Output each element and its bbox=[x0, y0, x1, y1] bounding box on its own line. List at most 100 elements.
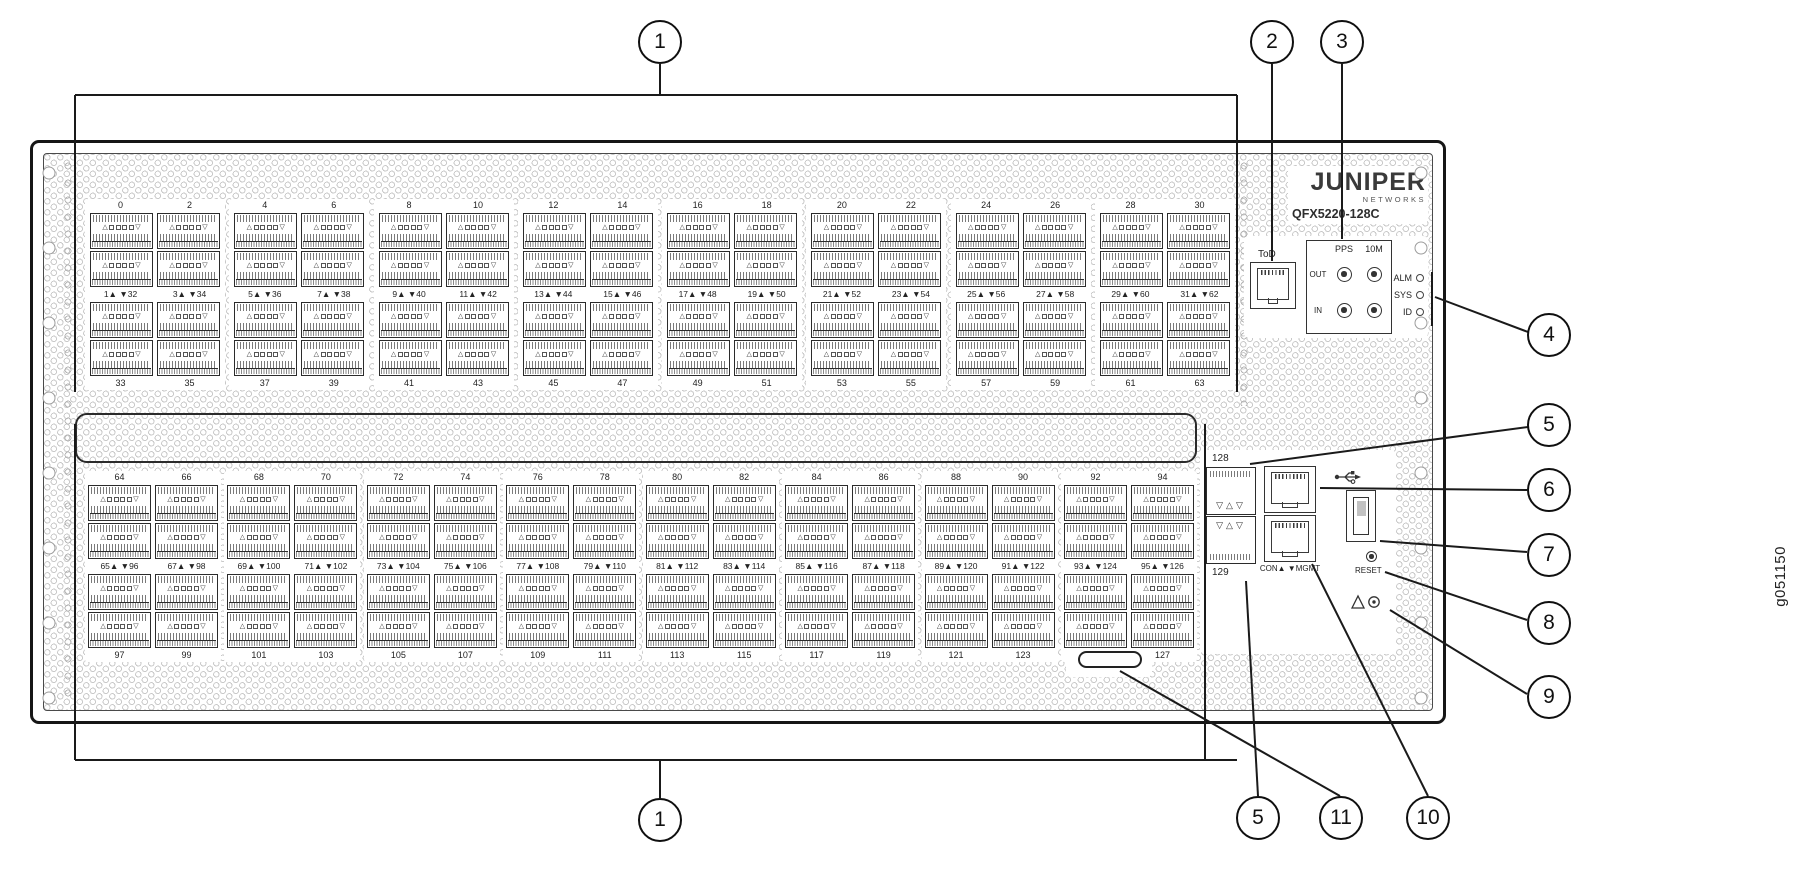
cage-base bbox=[157, 513, 216, 519]
cage-base bbox=[1024, 279, 1084, 285]
connector-pin bbox=[313, 535, 319, 540]
connector-pin bbox=[1150, 586, 1156, 591]
cage-base bbox=[447, 330, 507, 336]
latch-mark: ▽ bbox=[830, 623, 836, 630]
emi-hatch bbox=[855, 614, 913, 621]
connector-pin bbox=[333, 535, 339, 540]
connector-pin bbox=[266, 586, 272, 591]
connector-pin bbox=[266, 263, 272, 268]
callout-5-bottom: 5 bbox=[1236, 796, 1280, 840]
latch-mark: △ bbox=[968, 224, 974, 231]
connector-pin bbox=[684, 497, 690, 502]
latch-mark: △ bbox=[518, 496, 525, 503]
latch-mark: △ bbox=[746, 351, 752, 358]
qsfp28-cage: △▽ bbox=[506, 574, 570, 610]
emi-hatch bbox=[1169, 342, 1227, 349]
qsfp28-cage: △▽ bbox=[667, 251, 731, 287]
tenm-out-connector bbox=[1366, 266, 1382, 282]
cage-base bbox=[524, 368, 584, 374]
emi-hatch bbox=[670, 361, 728, 368]
latch-mark: ▽ bbox=[779, 313, 785, 320]
latch-mark: ▽ bbox=[923, 224, 930, 231]
emi-hatch bbox=[158, 525, 215, 532]
callout-8: 8 bbox=[1527, 601, 1571, 645]
qsfp28-cage: △▽ bbox=[924, 485, 988, 521]
connector-pin bbox=[273, 263, 279, 268]
connector-pin bbox=[622, 352, 628, 357]
cage-base bbox=[1168, 330, 1228, 336]
connector-pin bbox=[122, 314, 128, 319]
qsfp28-cage: △▽ bbox=[712, 523, 776, 559]
connector-pin bbox=[981, 263, 987, 268]
cage-base bbox=[813, 330, 873, 336]
cage-row: △▽△▽ bbox=[519, 340, 657, 376]
qsfp28-cage: △▽ bbox=[712, 485, 776, 521]
cage-row: △▽△▽ bbox=[375, 251, 513, 287]
latch-mark: △ bbox=[1003, 496, 1010, 503]
qsfp28-cage: △▽ bbox=[378, 302, 442, 338]
cage-connector: △▽ bbox=[957, 349, 1018, 360]
connector-pin bbox=[1138, 314, 1144, 319]
cage-connector: △▽ bbox=[368, 621, 429, 632]
connector-pin bbox=[1083, 497, 1089, 502]
connector-pin bbox=[609, 314, 615, 319]
cage-connector: △▽ bbox=[380, 349, 441, 360]
emi-hatch bbox=[881, 253, 939, 260]
emi-hatch bbox=[436, 506, 494, 513]
qsfp28-cage: △▽ bbox=[157, 213, 220, 249]
cage-base bbox=[229, 513, 289, 519]
latch-mark: △ bbox=[390, 224, 397, 231]
port-number: 92 bbox=[1090, 472, 1101, 482]
connector-pin bbox=[327, 352, 333, 357]
cage-connector: △▽ bbox=[435, 621, 496, 632]
connector-pin bbox=[122, 352, 128, 357]
qsfp28-cage: △▽ bbox=[573, 612, 637, 648]
connector-pin bbox=[1054, 352, 1060, 357]
screw-hole bbox=[1414, 241, 1428, 255]
emi-hatch bbox=[1102, 323, 1160, 330]
connector-pin bbox=[1017, 535, 1023, 540]
latch-mark: △ bbox=[1112, 351, 1118, 358]
emi-hatch bbox=[958, 234, 1016, 241]
connector-pin bbox=[599, 497, 605, 502]
cage-base bbox=[508, 513, 568, 519]
port-number: 63 bbox=[1194, 378, 1205, 388]
latch-mark: △ bbox=[602, 313, 608, 320]
connector-pin bbox=[477, 352, 483, 357]
latch-mark: △ bbox=[446, 623, 452, 630]
latch-mark: ▽ bbox=[202, 313, 208, 320]
cage-connector: △▽ bbox=[993, 583, 1054, 594]
port-number: 84 bbox=[811, 472, 822, 482]
callout-9: 9 bbox=[1527, 675, 1571, 719]
latch-mark: △ bbox=[658, 534, 664, 541]
qsfp28-cage: △▽ bbox=[90, 302, 153, 338]
connector-pin bbox=[1048, 314, 1054, 319]
latch-mark: △ bbox=[379, 534, 385, 541]
connector-pin bbox=[313, 497, 319, 502]
connector-pin bbox=[751, 624, 757, 629]
screw-hole bbox=[42, 616, 56, 630]
emi-hatch bbox=[670, 234, 728, 241]
connector-pin bbox=[1048, 263, 1054, 268]
cage-connector: △▽ bbox=[957, 311, 1018, 322]
port-number: 8 bbox=[406, 200, 412, 210]
emi-hatch bbox=[576, 595, 634, 602]
latch-mark: △ bbox=[1179, 313, 1185, 320]
qsfp28-cage: △▽ bbox=[157, 302, 220, 338]
connector-pin bbox=[126, 497, 132, 502]
cage-base bbox=[993, 551, 1053, 557]
pps-10m-block: PPS 10M OUT IN bbox=[1306, 240, 1392, 334]
emi-hatch bbox=[381, 342, 439, 349]
emi-hatch bbox=[592, 361, 650, 368]
qsfp28-cage: △▽ bbox=[645, 523, 709, 559]
latch-mark: △ bbox=[602, 262, 608, 269]
qsfp28-cage: △▽ bbox=[301, 340, 365, 376]
cage-connector: △▽ bbox=[591, 311, 652, 322]
latch-mark: △ bbox=[725, 623, 731, 630]
port-number: 13▲ ▼44 bbox=[534, 289, 573, 299]
emi-hatch bbox=[91, 595, 148, 602]
latch-mark: ▽ bbox=[412, 496, 418, 503]
connector-pin bbox=[174, 497, 180, 502]
